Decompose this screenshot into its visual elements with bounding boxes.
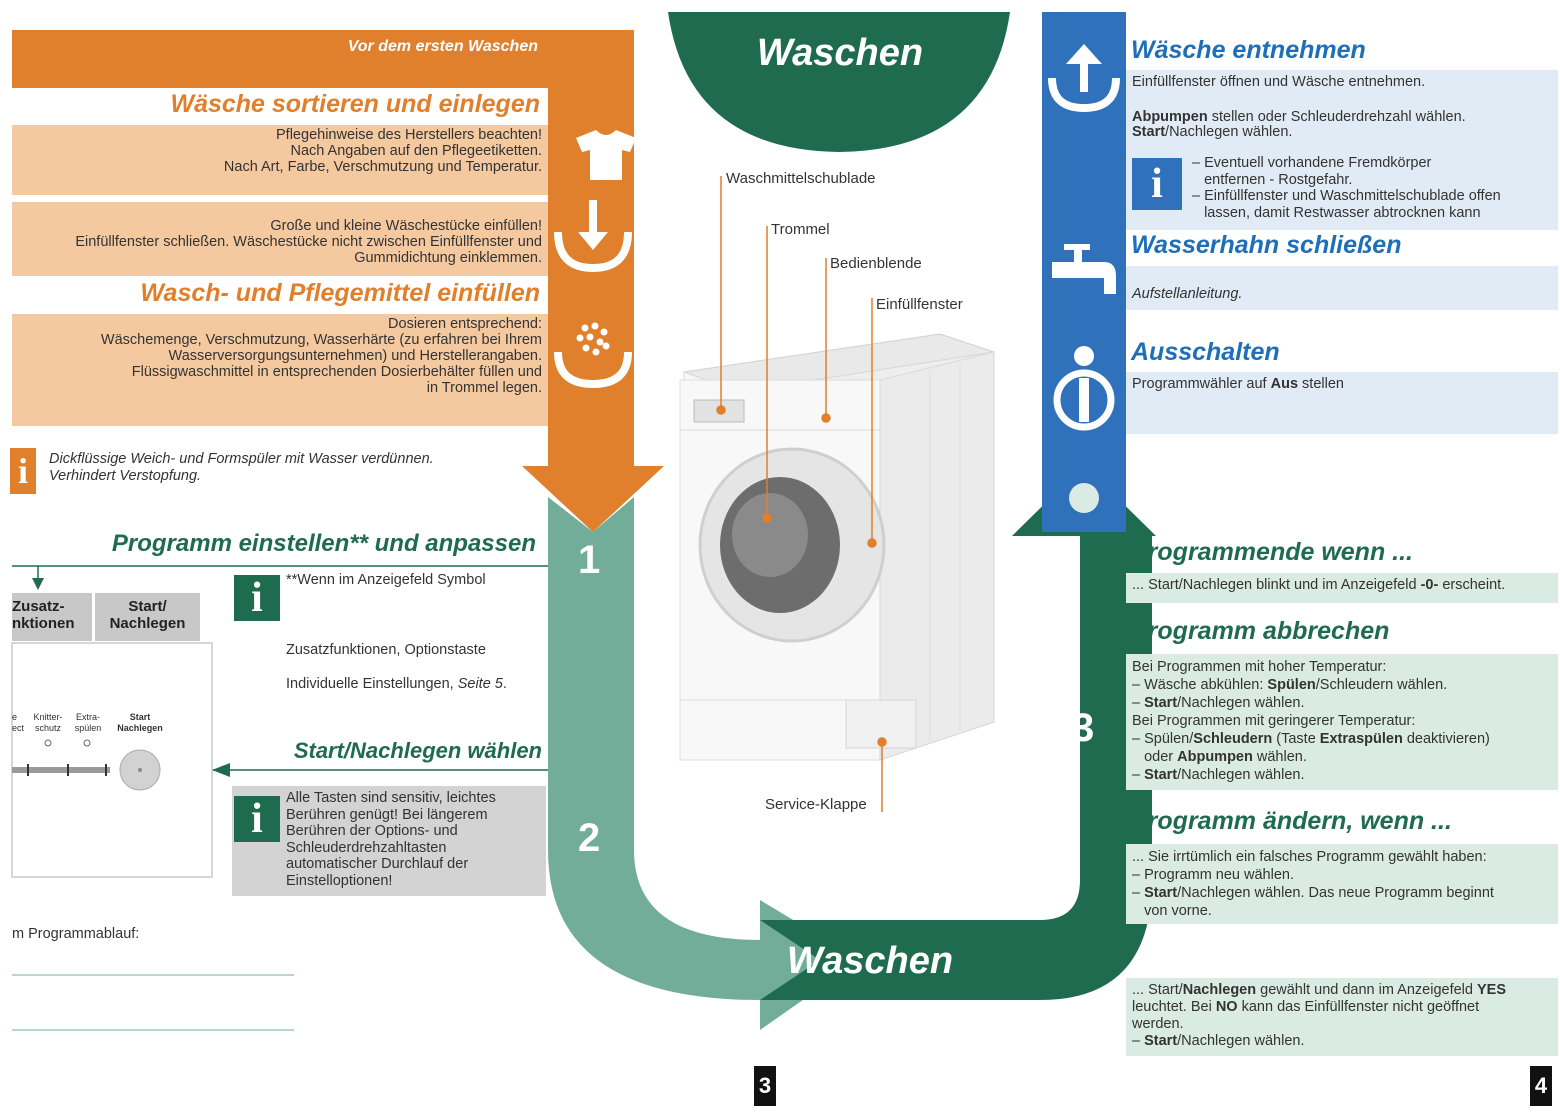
label-window: Einfüllfenster bbox=[876, 296, 963, 313]
heading-sort-load: Wäsche sortieren und einlegen bbox=[170, 90, 540, 118]
panel-label-extraspuelen: Extra- spülen bbox=[74, 712, 102, 733]
info-icon-keys: i bbox=[234, 796, 280, 842]
sensitive-keys-text: Alle Tasten sind sensitiv, leichtes Berü… bbox=[286, 790, 496, 889]
panel-label-knitterschutz: Knitter- schutz bbox=[33, 712, 63, 733]
heading-tap: Wasserhahn schließen bbox=[1131, 231, 1402, 259]
step-number-3: 3 bbox=[1072, 706, 1095, 750]
label-panel: Bedienblende bbox=[830, 255, 922, 272]
info-icon-unload: i bbox=[1132, 158, 1182, 210]
label-service: Service-Klappe bbox=[765, 796, 867, 813]
program-end-box: ... Start/Nachlegen blinkt und im Anzeig… bbox=[1126, 573, 1558, 603]
heading-unload: Wäsche entnehmen bbox=[1131, 36, 1366, 64]
load-box: Große und kleine Wäschestücke einfüllen!… bbox=[12, 202, 548, 276]
top-bowl bbox=[668, 12, 1010, 152]
sort-care-box: Pflegehinweise des Herstellers beachten!… bbox=[12, 125, 548, 195]
dark-green-flow bbox=[760, 535, 1152, 1000]
softener-note: Dickflüssige Weich- und Formspüler mit W… bbox=[49, 451, 434, 484]
start-nachlegen-button[interactable]: Start/ Nachlegen bbox=[95, 593, 200, 641]
individual-line: Individuelle Einstellungen, Seite 5. bbox=[286, 676, 507, 692]
program-flow-text: m Programmablauf: bbox=[12, 926, 140, 942]
orange-banner bbox=[12, 30, 634, 88]
panel-label-a: e ect bbox=[12, 712, 25, 733]
shirt-icon bbox=[576, 130, 636, 180]
heading-program-cancel: Programm abbrechen bbox=[1131, 617, 1390, 645]
sensitive-keys-box bbox=[232, 786, 546, 896]
heading-program-set: Programm einstellen** und anpassen bbox=[111, 530, 536, 557]
orange-arrowhead bbox=[522, 466, 664, 532]
washing-machine-illustration bbox=[679, 333, 995, 761]
info-icon-orange: i bbox=[10, 448, 36, 494]
heading-program-end: Programmende wenn ... bbox=[1131, 538, 1414, 566]
step-number-2: 2 bbox=[578, 816, 601, 860]
page-number-right: 4 bbox=[1530, 1066, 1552, 1106]
blue-dot bbox=[1069, 483, 1099, 513]
detergent-box: Dosieren entsprechend: Wäschemenge, Vers… bbox=[12, 314, 548, 426]
step-number-1: 1 bbox=[578, 538, 601, 582]
banner-text: Vor dem ersten Waschen bbox=[347, 38, 538, 55]
program-change-box: ... Sie irrtümlich ein falsches Programm… bbox=[1126, 844, 1558, 924]
unload-info-text: – Eventuell vorhandene Fremdkörper entfe… bbox=[1192, 155, 1501, 221]
info-icon-program: i bbox=[234, 575, 280, 621]
control-panel-illustration bbox=[11, 642, 213, 878]
heading-start-select: Start/Nachlegen wählen bbox=[293, 738, 542, 763]
panel-label-start: Start Nachlegen bbox=[117, 712, 163, 733]
teal-flow bbox=[548, 497, 860, 1030]
tap-box: Aufstellanleitung. bbox=[1126, 266, 1558, 310]
page-reference[interactable]: Seite 5 bbox=[457, 676, 503, 692]
heading-detergent: Wasch- und Pflegemittel einfüllen bbox=[140, 279, 540, 307]
label-drawer: Waschmittelschublade bbox=[726, 170, 876, 187]
detergent-icon bbox=[554, 322, 632, 389]
zusatz-button[interactable]: Zusatz- nktionen bbox=[12, 593, 92, 641]
unload-box: Einfüllfenster öffnen und Wäsche entnehm… bbox=[1126, 70, 1558, 230]
zusatz-line: Zusatzfunktionen, Optionstaste bbox=[286, 642, 486, 658]
program-info-text: **Wenn im Anzeigefeld Symbol bbox=[286, 572, 486, 588]
switch-off-box: Programmwähler auf Aus stellen bbox=[1126, 372, 1558, 434]
door-lock-box: ... Start/Nachlegen gewählt und dann im … bbox=[1126, 978, 1558, 1056]
water-tap-icon bbox=[1052, 244, 1116, 294]
unload-arrow-icon bbox=[1048, 44, 1120, 113]
bottom-title-waschen: Waschen bbox=[786, 940, 954, 982]
top-title-waschen: Waschen bbox=[756, 32, 924, 74]
heading-switch-off: Ausschalten bbox=[1131, 338, 1280, 366]
page-number-left: 3 bbox=[754, 1066, 776, 1106]
power-off-icon bbox=[1053, 346, 1115, 431]
heading-program-change: Programm ändern, wenn ... bbox=[1131, 807, 1452, 835]
label-drum: Trommel bbox=[771, 221, 830, 238]
program-cancel-box: Bei Programmen mit hoher Temperatur: – W… bbox=[1126, 654, 1558, 790]
